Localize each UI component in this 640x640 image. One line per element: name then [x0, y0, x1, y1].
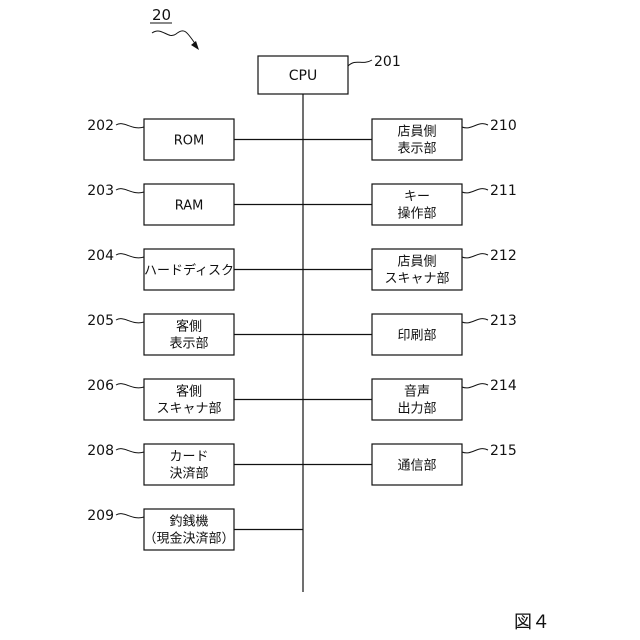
customer-scanner-label: 客側 [176, 384, 202, 400]
customer-display-ref-leader [116, 319, 144, 323]
clerk-scanner-ref: 212 [490, 248, 517, 264]
communication-ref: 215 [490, 443, 517, 459]
key-operation-ref-leader [462, 189, 488, 193]
key-operation-label: 操作部 [397, 206, 436, 222]
customer-display-label: 客側 [176, 319, 202, 335]
card-payment-ref: 208 [87, 443, 114, 459]
audio-output-label: 音声 [404, 384, 430, 400]
customer-scanner-label: スキャナ部 [156, 402, 221, 417]
customer-scanner-ref-leader [116, 384, 144, 388]
block-audio-output: 音声出力部 214 [303, 378, 517, 420]
audio-output-ref: 214 [490, 378, 517, 394]
block-printer: 印刷部 213 [303, 313, 517, 355]
block-customer-display: 客側表示部 205 [87, 313, 303, 355]
block-change-machine: 釣銭機（現金決済部） 209 [87, 508, 303, 550]
key-operation-ref: 211 [490, 183, 517, 199]
card-payment-label: カード [169, 450, 208, 465]
ram-ref: 203 [87, 183, 114, 199]
block-card-payment: カード決済部 208 [87, 443, 303, 485]
figure-caption: 図４ [514, 612, 550, 633]
card-payment-ref-leader [116, 449, 144, 453]
audio-output-ref-leader [462, 384, 488, 388]
customer-display-ref: 205 [87, 313, 114, 329]
hard-disk-ref-leader [116, 254, 144, 258]
block-clerk-display: 店員側表示部 210 [303, 118, 517, 160]
block-clerk-scanner: 店員側スキャナ部 212 [303, 248, 517, 290]
cpu-ref: 201 [374, 54, 401, 70]
clerk-display-ref: 210 [490, 118, 517, 134]
hard-disk-label: ハードディスク [144, 263, 234, 279]
ram-label: RAM [175, 199, 204, 214]
block-customer-scanner: 客側スキャナ部 206 [87, 378, 303, 420]
figure-number-group: 20 [150, 6, 199, 50]
audio-output-label: 出力部 [397, 402, 436, 417]
ram-ref-leader [116, 189, 144, 193]
card-payment-label: 決済部 [169, 466, 208, 482]
figure-pointer-arrow [152, 31, 196, 45]
customer-scanner-ref: 206 [87, 378, 114, 394]
rom-ref-leader [116, 124, 144, 128]
cpu-label: CPU [289, 68, 317, 84]
block-rom: ROM 202 [87, 118, 303, 160]
right-block-column: 店員側表示部210キー操作部211店員側スキャナ部212印刷部213音声出力部2… [303, 118, 517, 485]
block-key-operation: キー操作部 211 [303, 183, 517, 225]
printer-ref: 213 [490, 313, 517, 329]
clerk-scanner-ref-leader [462, 254, 488, 258]
clerk-scanner-label: スキャナ部 [384, 272, 449, 287]
hard-disk-ref: 204 [87, 248, 114, 264]
change-machine-ref: 209 [87, 508, 114, 524]
change-machine-ref-leader [116, 514, 144, 518]
rom-label: ROM [174, 134, 204, 149]
cpu-block: CPU 201 [258, 54, 401, 94]
key-operation-label: キー [404, 190, 430, 205]
printer-label: 印刷部 [397, 329, 436, 344]
left-block-column: ROM202RAM203ハードディスク204客側表示部205客側スキャナ部206… [87, 118, 303, 550]
figure-number: 20 [152, 6, 171, 24]
clerk-display-label: 店員側 [397, 125, 436, 140]
change-machine-label: 釣銭機 [169, 514, 208, 530]
communication-ref-leader [462, 449, 488, 453]
block-communication: 通信部 215 [303, 443, 517, 485]
clerk-display-ref-leader [462, 124, 488, 128]
arrowhead-icon [191, 41, 199, 50]
printer-ref-leader [462, 319, 488, 323]
rom-ref: 202 [87, 118, 114, 134]
customer-display-label: 表示部 [169, 337, 208, 352]
block-hard-disk: ハードディスク 204 [87, 248, 303, 290]
clerk-display-label: 表示部 [397, 142, 436, 157]
block-ram: RAM 203 [87, 183, 303, 225]
communication-label: 通信部 [397, 459, 436, 474]
clerk-scanner-label: 店員側 [397, 255, 436, 270]
cpu-ref-leader [348, 60, 372, 66]
change-machine-label: （現金決済部） [143, 531, 234, 547]
